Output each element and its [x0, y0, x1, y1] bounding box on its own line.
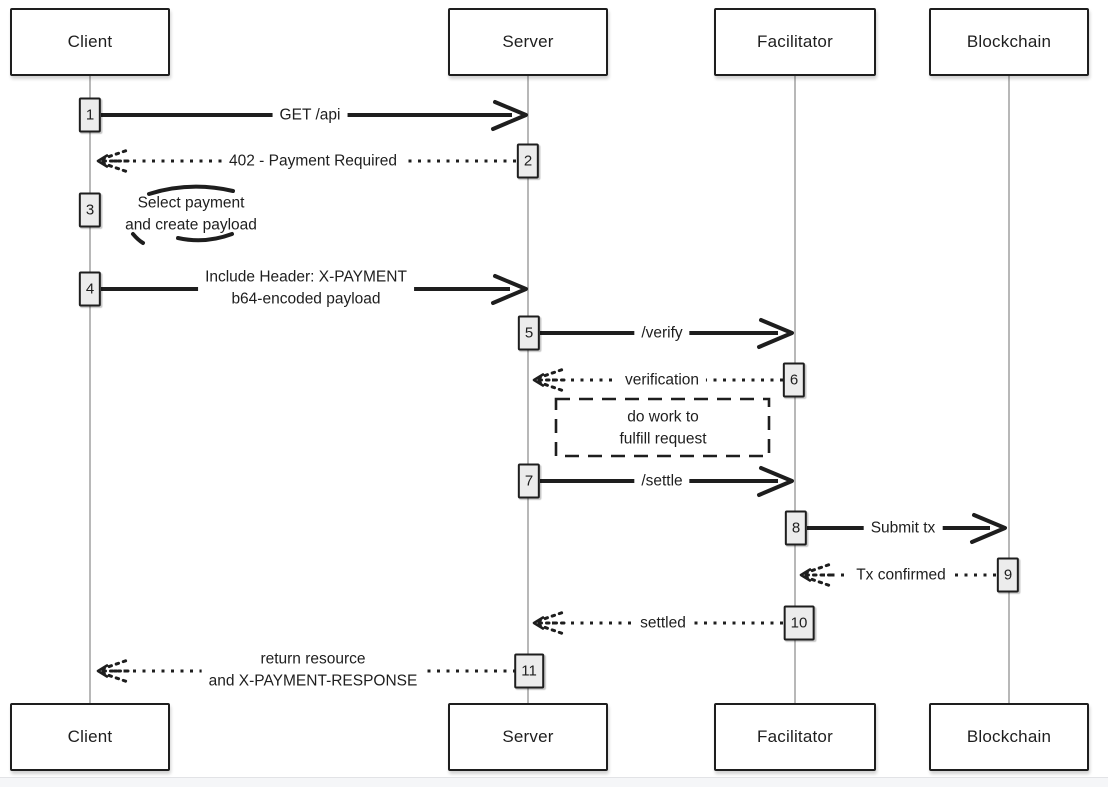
message-label-get-api: GET /api [272, 104, 348, 126]
message-label-tx-confirmed: Tx confirmed [849, 564, 953, 586]
actor-box-server-bottom: Server [448, 703, 608, 771]
do-work-note-label: do work to fulfill request [619, 408, 707, 448]
message-label-verification: verification [617, 369, 707, 391]
self-note-squiggles [131, 184, 235, 245]
step-badge-4: 4 [78, 271, 102, 307]
step-badge-5: 5 [517, 315, 541, 351]
message-label-x-payment-header: Include Header: X-PAYMENT b64-encoded pa… [198, 266, 414, 310]
actor-box-facilitator-top: Facilitator [714, 8, 876, 76]
message-label-select-payment: Select payment and create payload [125, 194, 257, 234]
message-label-402: 402 - Payment Required [221, 150, 405, 172]
step-badge-7: 7 [517, 463, 541, 499]
do-work-note-box [554, 397, 771, 458]
message-label-settle: /settle [634, 470, 690, 492]
actor-box-server-top: Server [448, 8, 608, 76]
step-badge-11: 11 [514, 653, 544, 689]
footer-strip [0, 777, 1108, 787]
step-badge-2: 2 [516, 143, 540, 179]
step-badge-9: 9 [996, 557, 1020, 593]
arrow-tx-confirmed [799, 562, 996, 588]
arrow-settled [532, 610, 783, 636]
actor-box-client-top: Client [10, 8, 170, 76]
actor-box-facilitator-bottom: Facilitator [714, 703, 876, 771]
message-label-verify: /verify [634, 322, 690, 344]
step-badge-10: 10 [783, 605, 815, 641]
step-badge-6: 6 [782, 362, 806, 398]
message-label-return-resource: return resource and X-PAYMENT-RESPONSE [201, 648, 425, 692]
arrow-verification [532, 367, 783, 393]
actor-box-blockchain-bottom: Blockchain [929, 703, 1089, 771]
step-badge-1: 1 [78, 97, 102, 133]
step-badge-8: 8 [784, 510, 808, 546]
message-label-submit-tx: Submit tx [863, 517, 943, 539]
step-badge-3: 3 [78, 192, 102, 228]
actor-box-client-bottom: Client [10, 703, 170, 771]
message-label-settled: settled [633, 612, 693, 634]
actor-box-blockchain-top: Blockchain [929, 8, 1089, 76]
